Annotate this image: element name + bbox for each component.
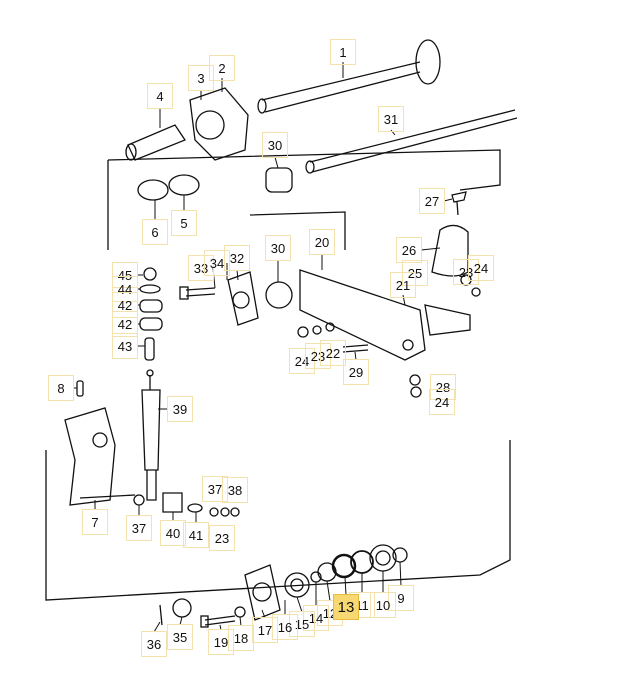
part-label-30[interactable]: 30 [265,235,291,261]
part-label-21[interactable]: 21 [390,272,416,298]
part-label-35[interactable]: 35 [167,624,193,650]
part-label-3[interactable]: 3 [188,65,214,91]
part-label-34[interactable]: 34 [204,250,230,276]
part-label-2[interactable]: 2 [209,55,235,81]
part-label-9[interactable]: 9 [388,585,414,611]
part-label-42[interactable]: 42 [112,311,138,337]
control-arm-part [299,269,426,361]
part-label-1[interactable]: 1 [330,39,356,65]
axle-shaft-part [257,39,441,114]
part-label-29[interactable]: 29 [343,359,369,385]
part-label-4[interactable]: 4 [147,83,173,109]
part-label-23[interactable]: 23 [209,525,235,551]
part-label-27[interactable]: 27 [419,188,445,214]
part-label-24[interactable]: 24 [468,255,494,281]
part-label-36[interactable]: 36 [141,631,167,657]
part-label-32[interactable]: 32 [224,245,250,271]
part-label-23[interactable]: 23 [305,343,331,369]
part-label-20[interactable]: 20 [309,229,335,255]
clamp-part-6 [137,179,169,201]
part-label-10[interactable]: 10 [370,592,396,618]
part-label-15[interactable]: 15 [289,611,315,637]
part-label-26[interactable]: 26 [396,237,422,263]
part-label-7[interactable]: 7 [82,509,108,535]
part-label-30[interactable]: 30 [262,132,288,158]
part-label-24[interactable]: 24 [429,389,455,415]
part-label-19[interactable]: 19 [208,629,234,655]
group-frame-top [107,149,501,191]
part-label-28[interactable]: 28 [430,374,456,400]
part-label-38[interactable]: 38 [222,477,248,503]
part-label-40[interactable]: 40 [160,520,186,546]
part-label-37[interactable]: 37 [202,476,228,502]
trailing-arm-part [64,407,136,506]
part-label-39[interactable]: 39 [167,396,193,422]
part-label-16[interactable]: 16 [272,614,298,640]
drive-shaft-part [305,109,518,174]
part-label-37[interactable]: 37 [126,515,152,541]
part-label-18[interactable]: 18 [228,625,254,651]
part-label-43[interactable]: 43 [112,333,138,359]
part-label-31[interactable]: 31 [378,106,404,132]
part-label-13-highlighted[interactable]: 13 [333,594,359,620]
housing-part [189,87,249,161]
part-label-45[interactable]: 45 [112,262,138,288]
shock-absorber-part [141,369,161,501]
part-label-6[interactable]: 6 [142,219,168,245]
part-label-23[interactable]: 23 [453,259,479,285]
part-label-5[interactable]: 5 [171,210,197,236]
boot-part [125,124,186,161]
part-label-42[interactable]: 42 [112,292,138,318]
part-label-41[interactable]: 41 [183,522,209,548]
clamp-part-5 [168,174,200,196]
part-label-22[interactable]: 22 [320,340,346,366]
group-frame-bottom [45,440,511,601]
part-label-8[interactable]: 8 [48,375,74,401]
part-label-17[interactable]: 17 [252,617,278,643]
part-label-14[interactable]: 14 [303,605,329,631]
